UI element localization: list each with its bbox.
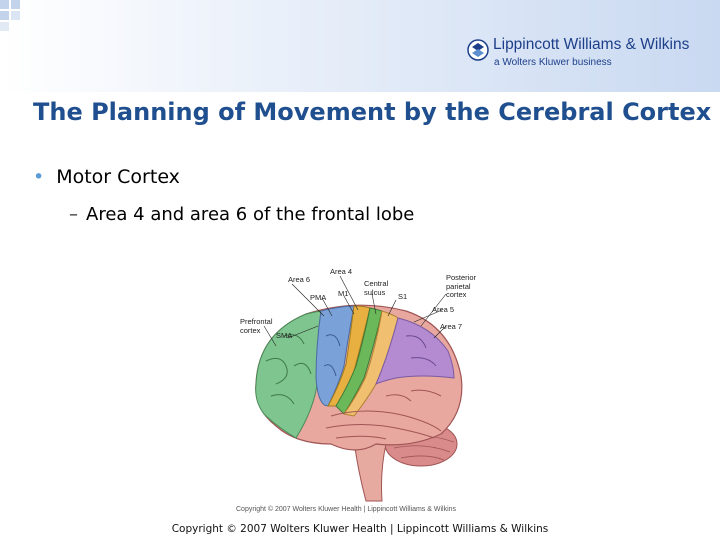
label-m1: M1 [338,289,349,298]
brain-figure: Area 6 Area 4 PMA M1 Central sulcus Post… [236,266,486,516]
label-area-6: Area 6 [288,275,311,284]
sub-bullet-item: –Area 4 and area 6 of the frontal lobe [69,204,414,225]
label-area-5: Area 5 [432,305,455,314]
publisher-logo: Lippincott Williams & Wilkins a Wolters … [466,36,716,76]
footer-copyright: Copyright © 2007 Wolters Kluwer Health |… [171,523,549,535]
brain-diagram [255,275,463,502]
bullet-text: Motor Cortex [56,166,180,188]
label-posterior-parietal: Posterior parietal cortex [446,273,477,299]
slide-title: The Planning of Movement by the Cerebral… [33,98,712,126]
label-s1: S1 [398,292,408,301]
label-prefrontal: Prefrontal cortex [240,317,273,335]
label-area-7: Area 7 [440,322,463,331]
label-central-sulcus: Central sulcus [364,279,389,297]
sub-bullet-text: Area 4 and area 6 of the frontal lobe [86,204,415,225]
figure-copyright: Copyright © 2007 Wolters Kluwer Health |… [236,506,457,513]
label-area-4: Area 4 [330,267,353,276]
label-sma: SMA [276,331,293,340]
dash-icon: – [69,204,78,225]
bullet-item: • Motor Cortex [33,166,180,188]
bullet-dot-icon: • [33,166,45,188]
decorative-squares [0,0,30,60]
header-band [0,0,720,92]
label-pma: PMA [310,293,327,302]
lww-logo-icon [467,39,489,61]
logo-tagline: a Wolters Kluwer business [494,57,612,68]
logo-name: Lippincott Williams & Wilkins [493,36,690,53]
